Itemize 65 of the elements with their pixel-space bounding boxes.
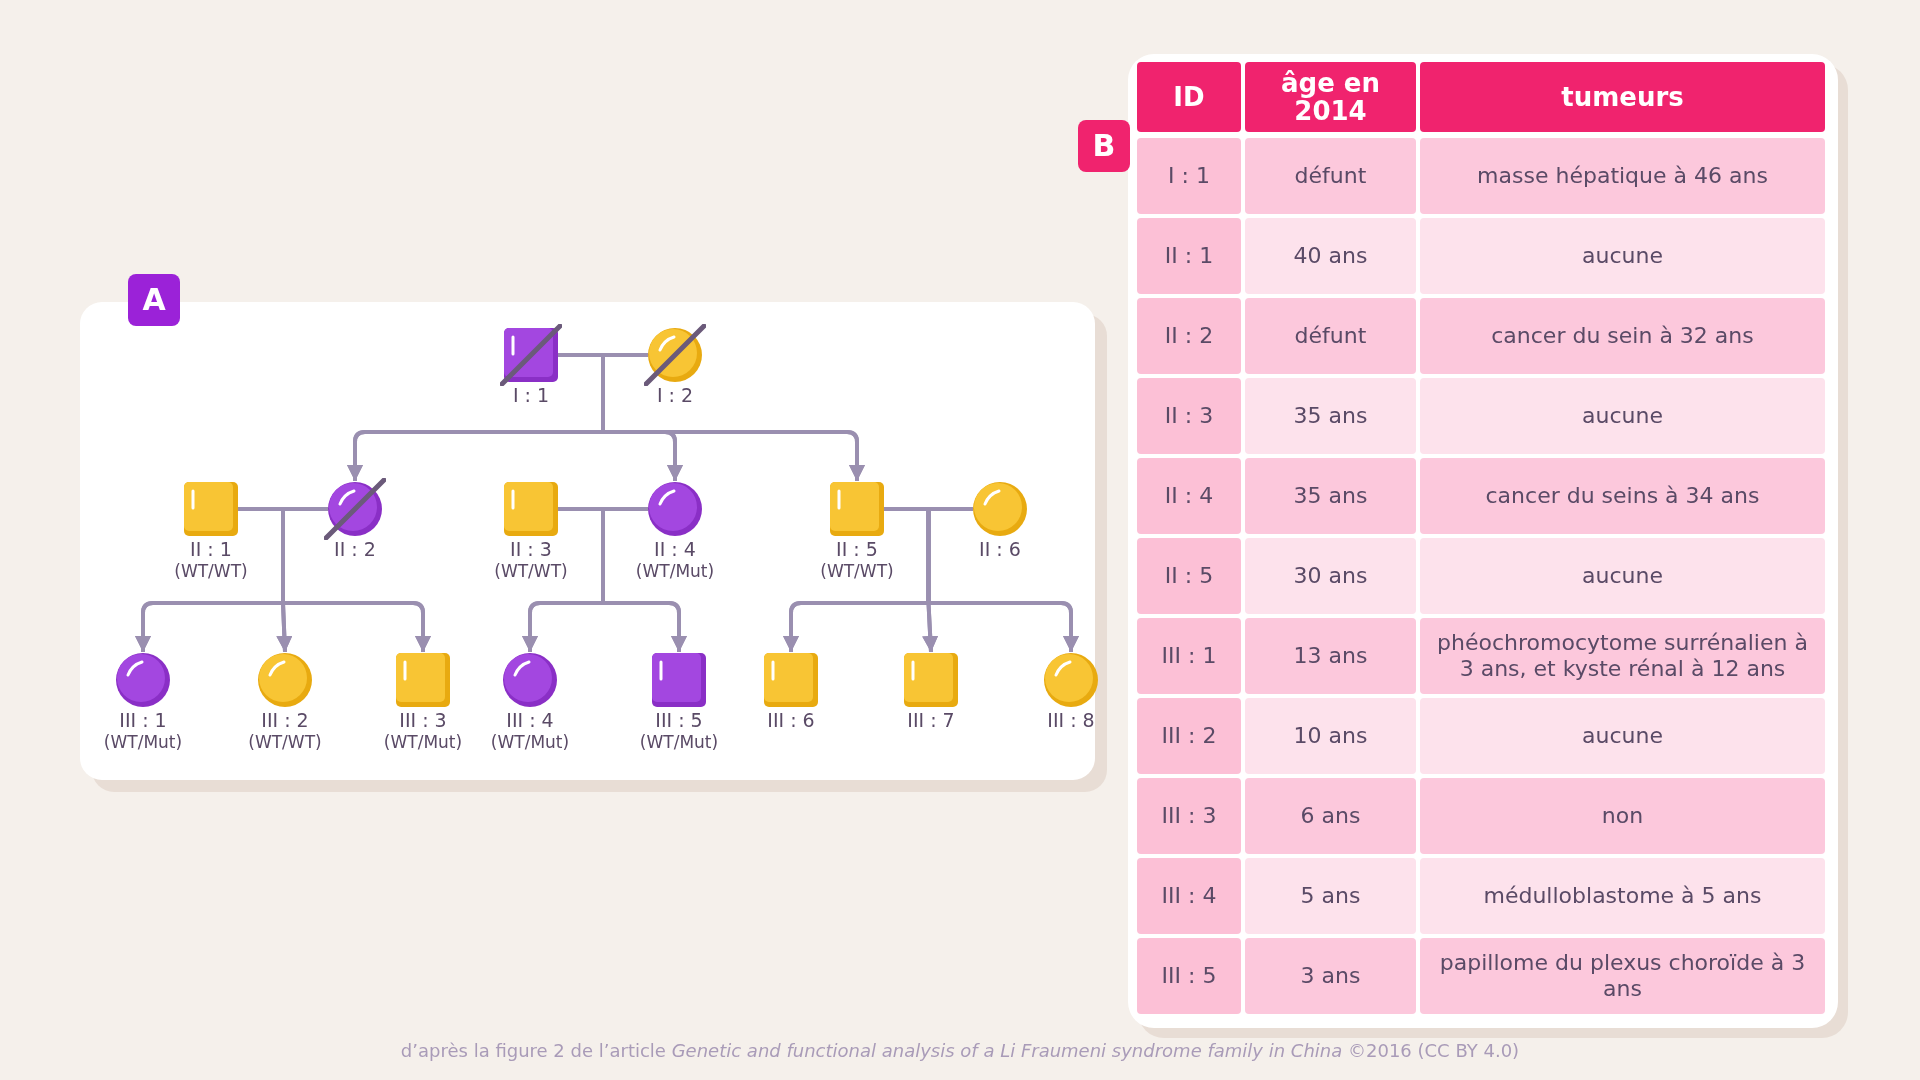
table-cell: médulloblastome à 5 ans xyxy=(1420,858,1825,934)
person-id: III : 6 xyxy=(767,709,815,731)
person-id: II : 5 xyxy=(836,538,878,560)
column-header: ID xyxy=(1137,62,1241,132)
genotype-label: (WT/WT) xyxy=(174,560,248,582)
person-id: II : 4 xyxy=(654,538,696,560)
column-header: tumeurs xyxy=(1420,62,1825,132)
person-id: I : 2 xyxy=(656,384,694,406)
person-id: III : 5 xyxy=(655,709,703,731)
table-cell: phéochromocytome surrénalien à 3 ans, et kyste rénal à 12 ans xyxy=(1420,618,1825,694)
person-id: II : 2 xyxy=(334,538,376,560)
table-cell: II : 3 xyxy=(1137,378,1241,454)
genotype-label: (WT/WT) xyxy=(494,560,568,582)
table-cell: III : 1 xyxy=(1137,618,1241,694)
table-cell: 3 ans xyxy=(1245,938,1416,1014)
genotype-label: (WT/Mut) xyxy=(383,731,463,753)
person-id: II : 6 xyxy=(979,538,1021,560)
table-cell: masse hépatique à 46 ans xyxy=(1420,138,1825,214)
table-cell: aucune xyxy=(1420,378,1825,454)
table-cell: III : 2 xyxy=(1137,698,1241,774)
table-cell: défunt xyxy=(1245,298,1416,374)
table-cell: 13 ans xyxy=(1245,618,1416,694)
person-id: I : 1 xyxy=(512,384,550,406)
genotype-label: (WT/Mut) xyxy=(103,731,183,753)
table-cell: non xyxy=(1420,778,1825,854)
table-cell: cancer du sein à 32 ans xyxy=(1420,298,1825,374)
table-cell: II : 5 xyxy=(1137,538,1241,614)
genotype-label: (WT/Mut) xyxy=(639,731,719,753)
table-cell: I : 1 xyxy=(1137,138,1241,214)
table-cell: aucune xyxy=(1420,538,1825,614)
table-cell: 5 ans xyxy=(1245,858,1416,934)
person-id: III : 4 xyxy=(506,709,554,731)
table-cell: III : 3 xyxy=(1137,778,1241,854)
person-id: II : 1 xyxy=(190,538,232,560)
genotype-label: (WT/WT) xyxy=(820,560,894,582)
table-cell: II : 1 xyxy=(1137,218,1241,294)
table-cell: II : 4 xyxy=(1137,458,1241,534)
genotype-label: (WT/WT) xyxy=(248,731,322,753)
table-cell: III : 4 xyxy=(1137,858,1241,934)
table-cell: aucune xyxy=(1420,698,1825,774)
panel-letter: A xyxy=(128,274,180,326)
table-cell: III : 5 xyxy=(1137,938,1241,1014)
table-cell: 35 ans xyxy=(1245,378,1416,454)
genotype-label: (WT/Mut) xyxy=(490,731,570,753)
table-cell: 40 ans xyxy=(1245,218,1416,294)
table-cell: 10 ans xyxy=(1245,698,1416,774)
table-cell: aucune xyxy=(1420,218,1825,294)
table-cell: 6 ans xyxy=(1245,778,1416,854)
table-cell: défunt xyxy=(1245,138,1416,214)
panel-letter: B xyxy=(1078,120,1130,172)
genotype-label: (WT/Mut) xyxy=(635,560,715,582)
table-cell: cancer du seins à 34 ans xyxy=(1420,458,1825,534)
table-cell: 30 ans xyxy=(1245,538,1416,614)
descent-arrow xyxy=(601,507,687,652)
person-id: III : 8 xyxy=(1047,709,1095,731)
person-id: III : 1 xyxy=(119,709,167,731)
column-header: âge en 2014 xyxy=(1245,62,1416,132)
person-id: III : 2 xyxy=(261,709,309,731)
table-cell: II : 2 xyxy=(1137,298,1241,374)
table-cell: 35 ans xyxy=(1245,458,1416,534)
person-id: III : 7 xyxy=(907,709,955,731)
table-cell: papillome du plexus choroïde à 3 ans xyxy=(1420,938,1825,1014)
source-caption: d’après la figure 2 de l’article Genetic and functional analysis of a Li Fraumeni syndrome family in China ©2016 (CC BY 4.0) xyxy=(399,1040,1521,1061)
person-id: II : 3 xyxy=(510,538,552,560)
person-id: III : 3 xyxy=(399,709,447,731)
